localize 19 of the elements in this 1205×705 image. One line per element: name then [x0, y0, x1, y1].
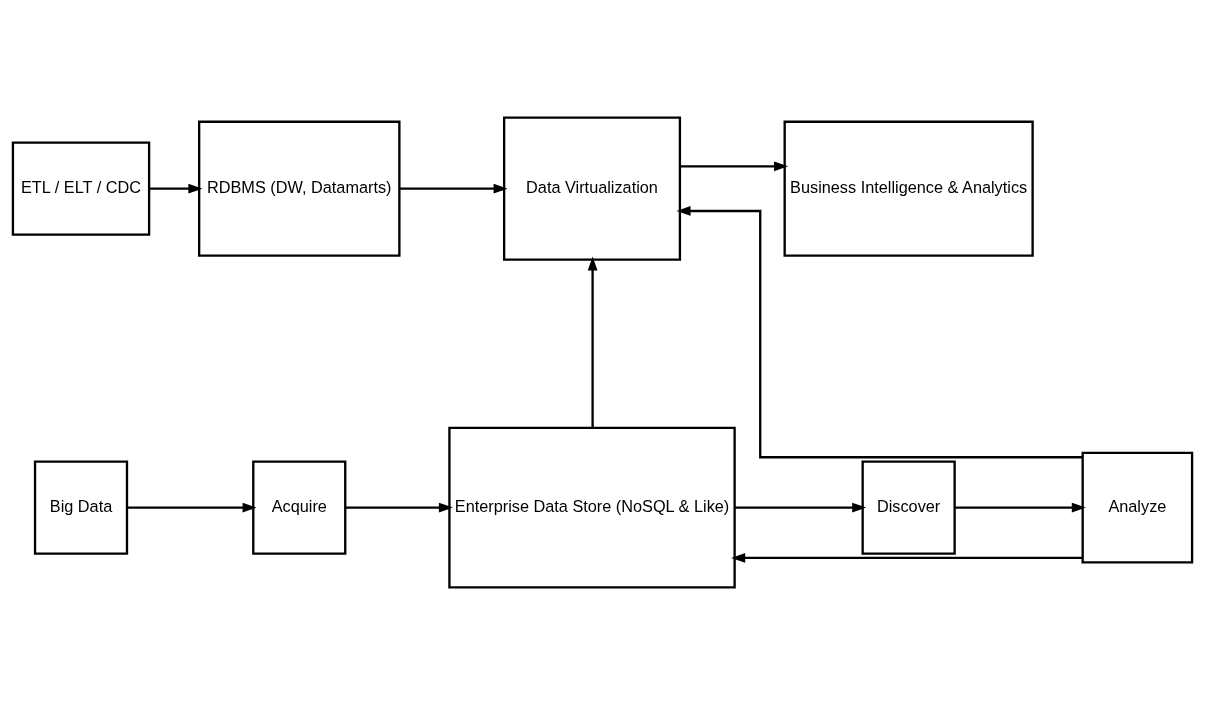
arrow — [345, 502, 453, 513]
arrow — [587, 256, 598, 428]
node-box: RDBMS (DW, Datamarts) — [198, 120, 401, 257]
node-box: Big Data — [33, 460, 129, 555]
arrow — [680, 161, 789, 172]
node-box: Data Virtualization — [502, 116, 682, 261]
node-box: Analyze — [1081, 451, 1194, 564]
arrow — [399, 183, 508, 194]
arrow — [954, 502, 1086, 513]
arrow — [731, 553, 1083, 563]
node-box: Enterprise Data Store (NoSQL & Like) — [448, 426, 736, 589]
node-box: Business Intelligence & Analytics — [783, 120, 1034, 257]
arrow — [735, 502, 867, 513]
node-box: Acquire — [252, 460, 347, 555]
arrow — [127, 502, 257, 513]
arrow — [676, 206, 1083, 459]
arrow — [149, 183, 203, 194]
node-box: Discover — [861, 460, 956, 555]
node-box: ETL / ELT / CDC — [11, 141, 151, 236]
